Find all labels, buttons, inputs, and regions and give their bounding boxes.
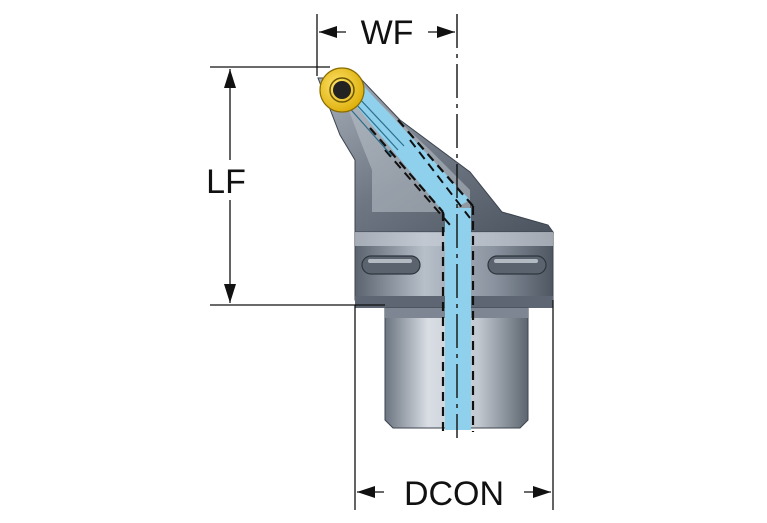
- wf-label: WF: [361, 14, 414, 52]
- dimension-dcon: DCON: [354, 300, 554, 513]
- bore-outline-vertical: [441, 206, 475, 432]
- insert-hole: [333, 81, 351, 99]
- dcon-arrow-left: [357, 486, 375, 498]
- dimension-wf: WF: [316, 14, 455, 76]
- dimension-lf: LF: [196, 66, 385, 306]
- tool-body: [317, 77, 554, 429]
- lf-label-bg: [196, 160, 256, 200]
- dcon-arrow-right: [533, 486, 551, 498]
- wf-label-bg: [346, 14, 428, 50]
- lf-arrow-top: [224, 69, 236, 88]
- slot-left-shine: [368, 259, 412, 263]
- dcon-label: DCON: [404, 475, 504, 513]
- insert-hole-ring: [329, 77, 355, 103]
- slot-left: [361, 255, 421, 275]
- wf-arrow-right: [437, 26, 455, 38]
- lf-arrow-bottom: [224, 284, 236, 303]
- bore-outline-angled: [369, 119, 474, 213]
- coolant-channels: [329, 79, 475, 432]
- bore-outline-inner: [384, 139, 471, 226]
- lf-label: LF: [206, 163, 246, 201]
- coolant-channel-vertical: [445, 208, 471, 430]
- coolant-channel-angled: [340, 80, 470, 214]
- wf-arrow-left: [319, 26, 337, 38]
- dcon-label-bg: [384, 474, 524, 512]
- cutting-insert: [319, 67, 365, 113]
- slot-right: [487, 255, 547, 275]
- slot-right-shine: [494, 259, 538, 263]
